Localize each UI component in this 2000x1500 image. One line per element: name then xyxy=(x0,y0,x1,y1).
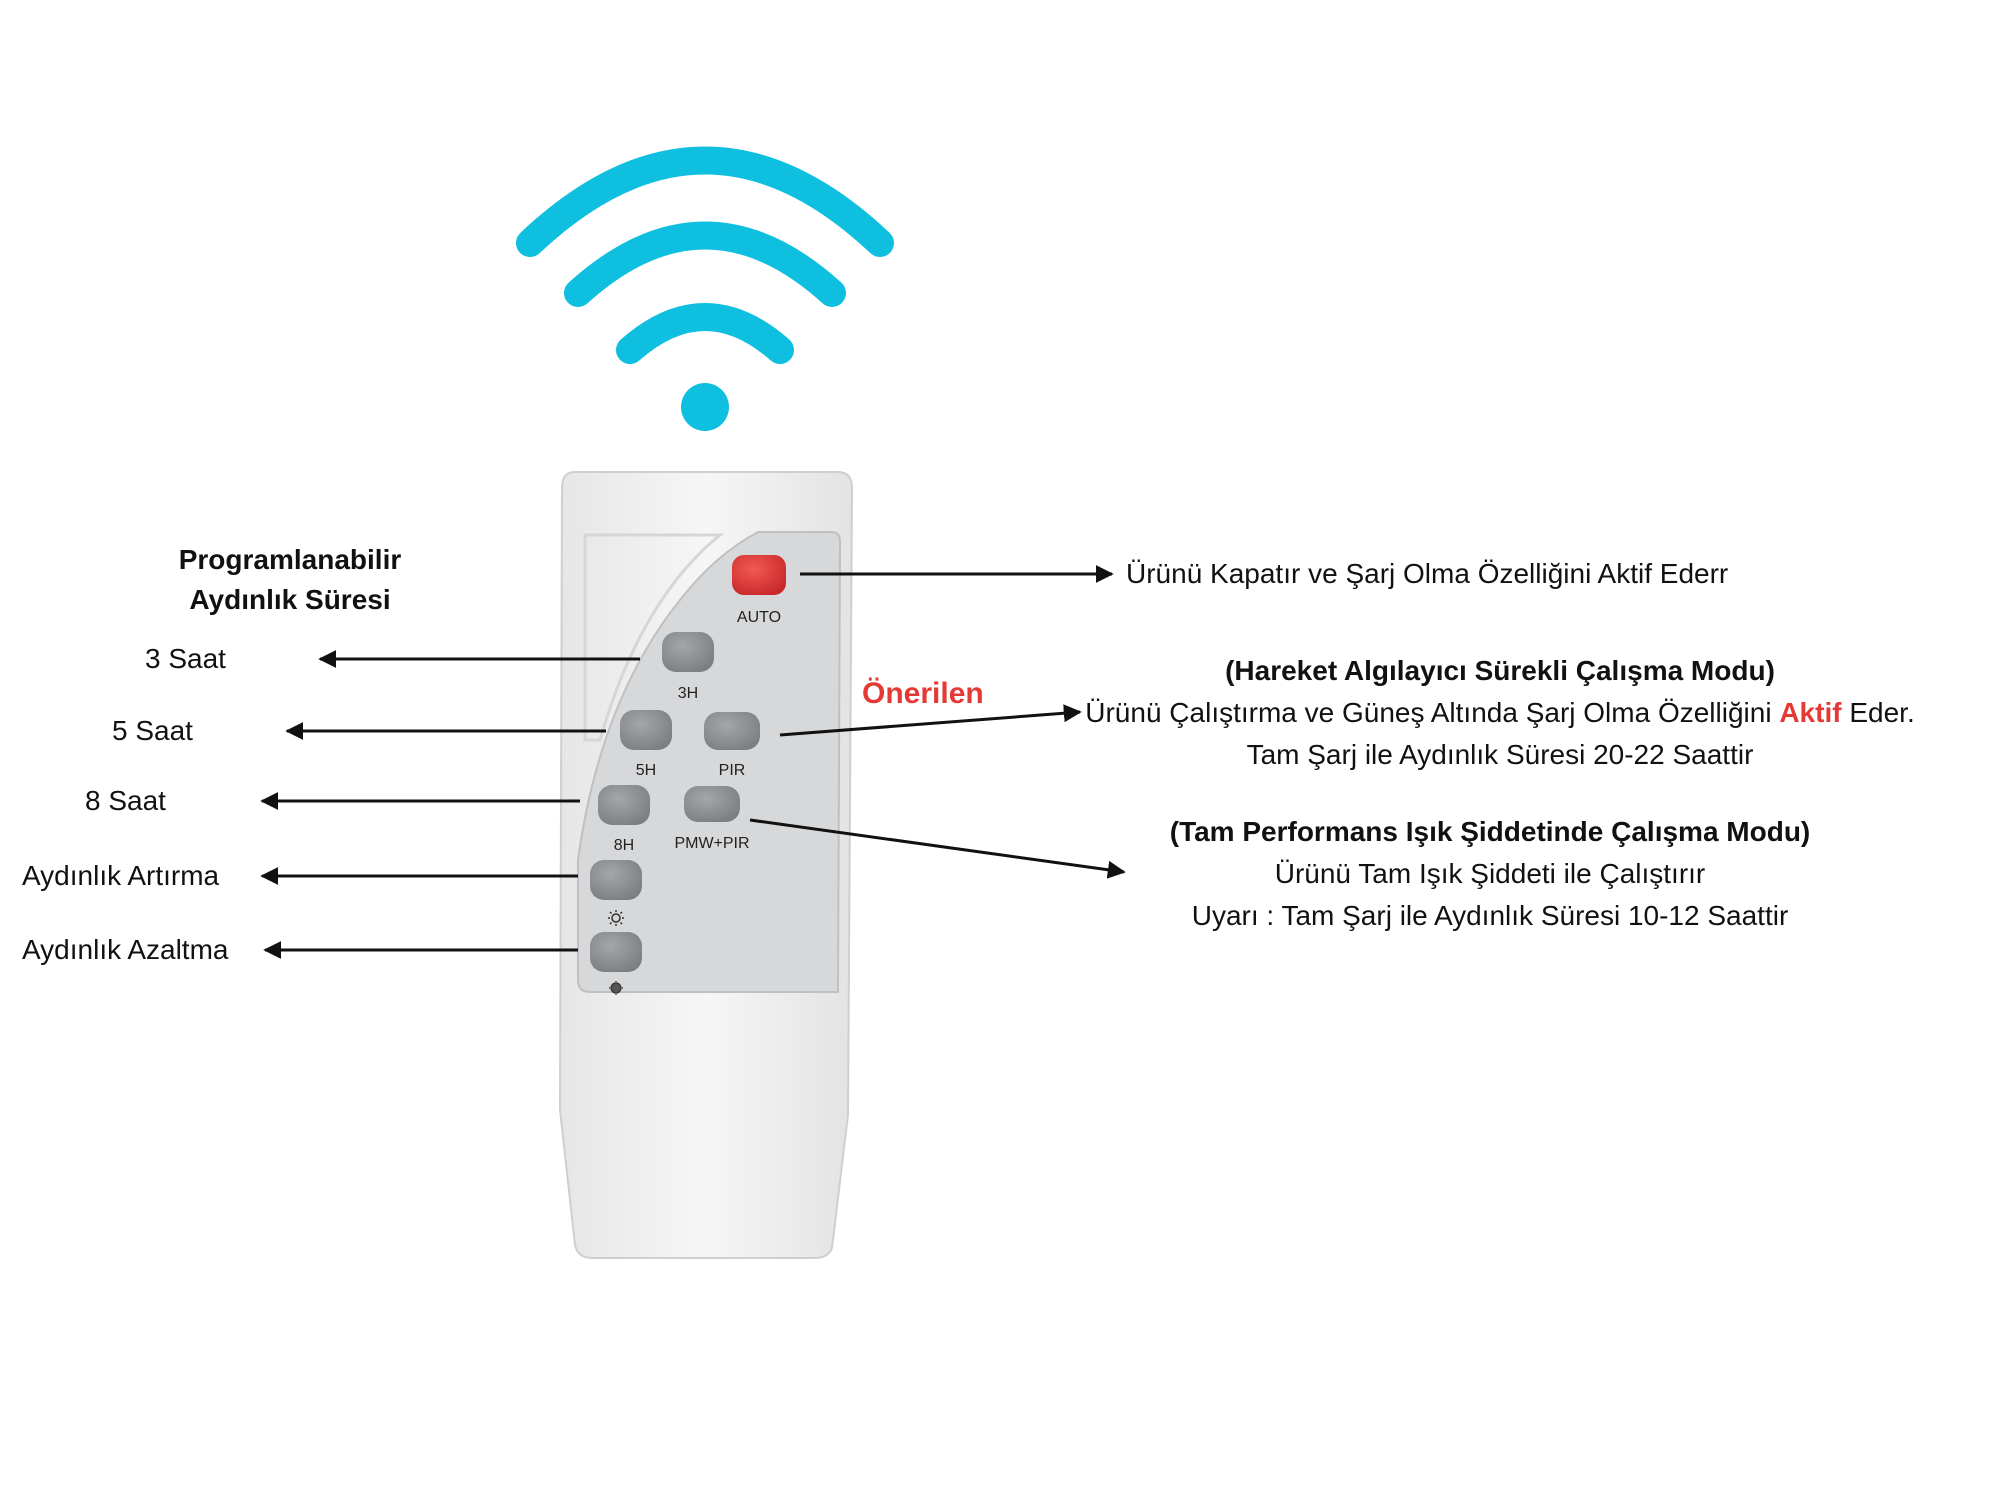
heading-line-2: Aydınlık Süresi xyxy=(189,584,391,615)
pmw-line-1: Ürünü Tam Işık Şiddeti ile Çalıştırır xyxy=(1274,858,1706,889)
heading-programmable: Programlanabilir Aydınlık Süresi xyxy=(140,543,440,617)
pmw-description: (Tam Performans Işık Şiddetinde Çalışma … xyxy=(1040,815,1940,933)
label-recommended: Önerilen xyxy=(862,677,984,710)
auto-button[interactable]: AUTO xyxy=(732,555,786,626)
8h-button[interactable]: 8H xyxy=(598,785,650,854)
heading-line-1: Programlanabilir xyxy=(178,544,402,575)
wifi-middle-arc xyxy=(564,221,846,307)
pir-line-1-end: Eder. xyxy=(1841,697,1915,728)
pmw-pir-button-label: PMW+PIR xyxy=(674,835,749,852)
pmw-line-2: Uyarı : Tam Şarj ile Aydınlık Süresi 10-… xyxy=(1191,900,1789,931)
auto-button-label: AUTO xyxy=(737,609,781,626)
3h-button[interactable]: 3H xyxy=(662,632,714,702)
3h-button-label: 3H xyxy=(678,685,698,702)
wifi-dot xyxy=(681,383,729,431)
label-5-saat: 5 Saat xyxy=(112,715,193,746)
arrows xyxy=(260,565,1126,959)
pir-button[interactable]: PIR xyxy=(704,712,760,779)
pir-line-1-start: Ürünü Çalıştırma ve Güneş Altında Şarj O… xyxy=(1085,697,1780,728)
pir-button-label: PIR xyxy=(719,762,746,779)
wifi-inner-arc xyxy=(616,303,794,364)
sun-dim-icon xyxy=(609,981,623,995)
label-brightness-down: Aydınlık Azaltma xyxy=(22,934,229,965)
wifi-outer-arc xyxy=(516,146,894,257)
pir-description: (Hareket Algılayıcı Sürekli Çalışma Modu… xyxy=(1000,654,2000,772)
label-8-saat: 8 Saat xyxy=(85,785,166,816)
label-brightness-up: Aydınlık Artırma xyxy=(22,860,220,891)
5h-button-label: 5H xyxy=(636,762,656,779)
sun-icon xyxy=(608,910,624,926)
arrow-pmw-pir xyxy=(749,818,1126,879)
label-auto-desc: Ürünü Kapatır ve Şarj Olma Özelliğini Ak… xyxy=(1126,558,1729,589)
brightness-down-button[interactable] xyxy=(590,932,642,972)
pir-title: (Hareket Algılayıcı Sürekli Çalışma Modu… xyxy=(1225,655,1775,686)
5h-button[interactable]: 5H xyxy=(620,710,672,779)
arrow-pir xyxy=(779,704,1082,737)
brightness-up-button[interactable] xyxy=(590,860,642,900)
pir-line-1-emphasis: Aktif xyxy=(1779,697,1842,728)
pir-line-1: Ürünü Çalıştırma ve Güneş Altında Şarj O… xyxy=(1000,696,2000,730)
pir-line-2: Tam Şarj ile Aydınlık Süresi 20-22 Saatt… xyxy=(1246,739,1754,770)
pmw-title: (Tam Performans Işık Şiddetinde Çalışma … xyxy=(1169,816,1811,847)
remote-control: AUTO 3H 5H PIR 8H PMW+PIR xyxy=(558,471,854,1259)
pmw-pir-button[interactable]: PMW+PIR xyxy=(674,786,750,852)
remote-button-panel xyxy=(577,531,842,993)
wifi-icon xyxy=(516,146,894,431)
label-3-saat: 3 Saat xyxy=(145,643,226,674)
8h-button-label: 8H xyxy=(614,837,634,854)
